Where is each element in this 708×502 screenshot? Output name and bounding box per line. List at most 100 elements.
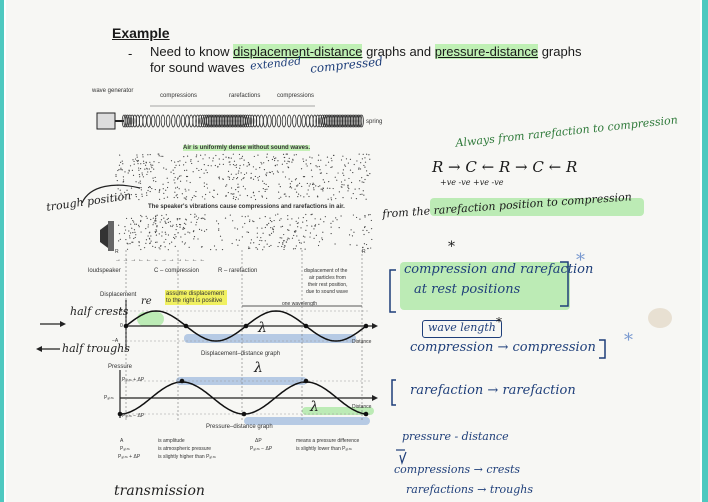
air-particle bbox=[141, 216, 143, 218]
note-rarefactions-troughs: rarefactions → troughs bbox=[406, 483, 534, 496]
air-particle bbox=[121, 169, 123, 171]
air-particle bbox=[318, 223, 320, 225]
air-particle bbox=[132, 219, 134, 222]
vertical-guides bbox=[125, 250, 363, 420]
spring-coil bbox=[132, 114, 138, 128]
air-particle bbox=[270, 244, 272, 247]
air-particle bbox=[241, 236, 243, 238]
air-particle bbox=[296, 235, 298, 237]
air-particle bbox=[266, 197, 268, 199]
air-particle bbox=[179, 180, 182, 182]
air-particle bbox=[131, 227, 133, 229]
air-particle bbox=[321, 188, 324, 190]
air-particle bbox=[330, 157, 332, 159]
air-particle bbox=[164, 246, 166, 248]
air-particle bbox=[248, 220, 251, 223]
air-particle bbox=[285, 153, 287, 155]
spring-coil bbox=[150, 114, 156, 128]
air-particle bbox=[201, 196, 204, 198]
air-particle bbox=[138, 226, 140, 228]
air-particle bbox=[294, 179, 297, 181]
air-particle bbox=[204, 218, 206, 220]
air-particle bbox=[149, 186, 151, 188]
air-particle bbox=[145, 192, 148, 194]
air-particle bbox=[227, 176, 229, 178]
air-particle bbox=[137, 167, 140, 169]
air-particle bbox=[349, 169, 352, 171]
air-particle bbox=[253, 220, 255, 223]
air-particle bbox=[162, 155, 164, 157]
air-particle bbox=[256, 227, 258, 229]
air-particle bbox=[361, 158, 363, 160]
air-particle bbox=[195, 156, 197, 158]
spring-coil bbox=[142, 114, 147, 128]
air-particle bbox=[241, 215, 243, 217]
air-particle bbox=[359, 168, 362, 170]
air-particle bbox=[364, 161, 367, 163]
air-particle bbox=[247, 215, 249, 217]
air-particle bbox=[291, 237, 294, 239]
label-spring: spring bbox=[366, 119, 383, 125]
air-particle bbox=[370, 219, 372, 222]
air-particle bbox=[205, 193, 207, 196]
air-particle bbox=[162, 188, 164, 190]
air-particle bbox=[256, 232, 258, 234]
disp-note-4: due to sound wave bbox=[306, 289, 348, 295]
air-particle bbox=[246, 195, 249, 197]
air-particle bbox=[334, 243, 336, 245]
pd-x-arrow bbox=[372, 395, 378, 401]
air-particle bbox=[266, 188, 268, 190]
air-particle bbox=[134, 231, 136, 233]
air-particle bbox=[309, 232, 312, 234]
air-particle bbox=[212, 160, 214, 162]
air-particle bbox=[273, 159, 276, 162]
air-particle bbox=[190, 159, 192, 161]
air-particle bbox=[179, 160, 181, 162]
air-particle bbox=[302, 216, 304, 219]
air-particle bbox=[233, 193, 235, 195]
air-particle bbox=[269, 234, 271, 236]
air-particle bbox=[152, 217, 154, 219]
check-mark bbox=[399, 451, 407, 466]
air-particle bbox=[167, 217, 169, 220]
air-particle bbox=[287, 215, 289, 217]
air-particle bbox=[232, 153, 234, 155]
air-particle bbox=[189, 232, 191, 234]
air-particle bbox=[179, 224, 182, 226]
spring-coil bbox=[198, 114, 203, 128]
air-particle bbox=[131, 169, 134, 171]
air-particle bbox=[119, 154, 121, 156]
air-particle bbox=[241, 157, 243, 159]
air-particle bbox=[195, 195, 197, 198]
spring-coil bbox=[165, 114, 171, 128]
air-particle bbox=[139, 182, 142, 184]
air-particle bbox=[370, 247, 372, 249]
air-particle bbox=[313, 183, 315, 186]
air-particle bbox=[289, 183, 291, 185]
air-particle bbox=[366, 170, 368, 172]
air-particle bbox=[140, 163, 142, 165]
air-particle bbox=[184, 233, 186, 235]
air-particle bbox=[208, 157, 210, 159]
air-particle bbox=[322, 231, 324, 233]
air-particle bbox=[268, 171, 270, 173]
air-particle bbox=[176, 194, 178, 196]
air-particle bbox=[271, 221, 273, 223]
blue-marker-wavelength-dd bbox=[184, 334, 356, 343]
air-particle bbox=[205, 229, 208, 231]
air-particle bbox=[195, 221, 198, 223]
note-star-3: * bbox=[496, 315, 502, 329]
air-particle bbox=[347, 186, 349, 188]
spring-coil bbox=[245, 114, 250, 128]
air-particle bbox=[363, 233, 365, 236]
air-particle bbox=[283, 246, 285, 248]
air-particle bbox=[249, 219, 251, 221]
air-particle bbox=[277, 213, 279, 215]
label-compressions-2: compressions bbox=[277, 93, 315, 99]
air-particle bbox=[248, 163, 251, 165]
air-particle bbox=[134, 223, 136, 225]
air-particle bbox=[355, 216, 358, 219]
air-particle bbox=[116, 179, 118, 182]
air-particle bbox=[250, 196, 252, 198]
air-particle bbox=[163, 167, 165, 169]
